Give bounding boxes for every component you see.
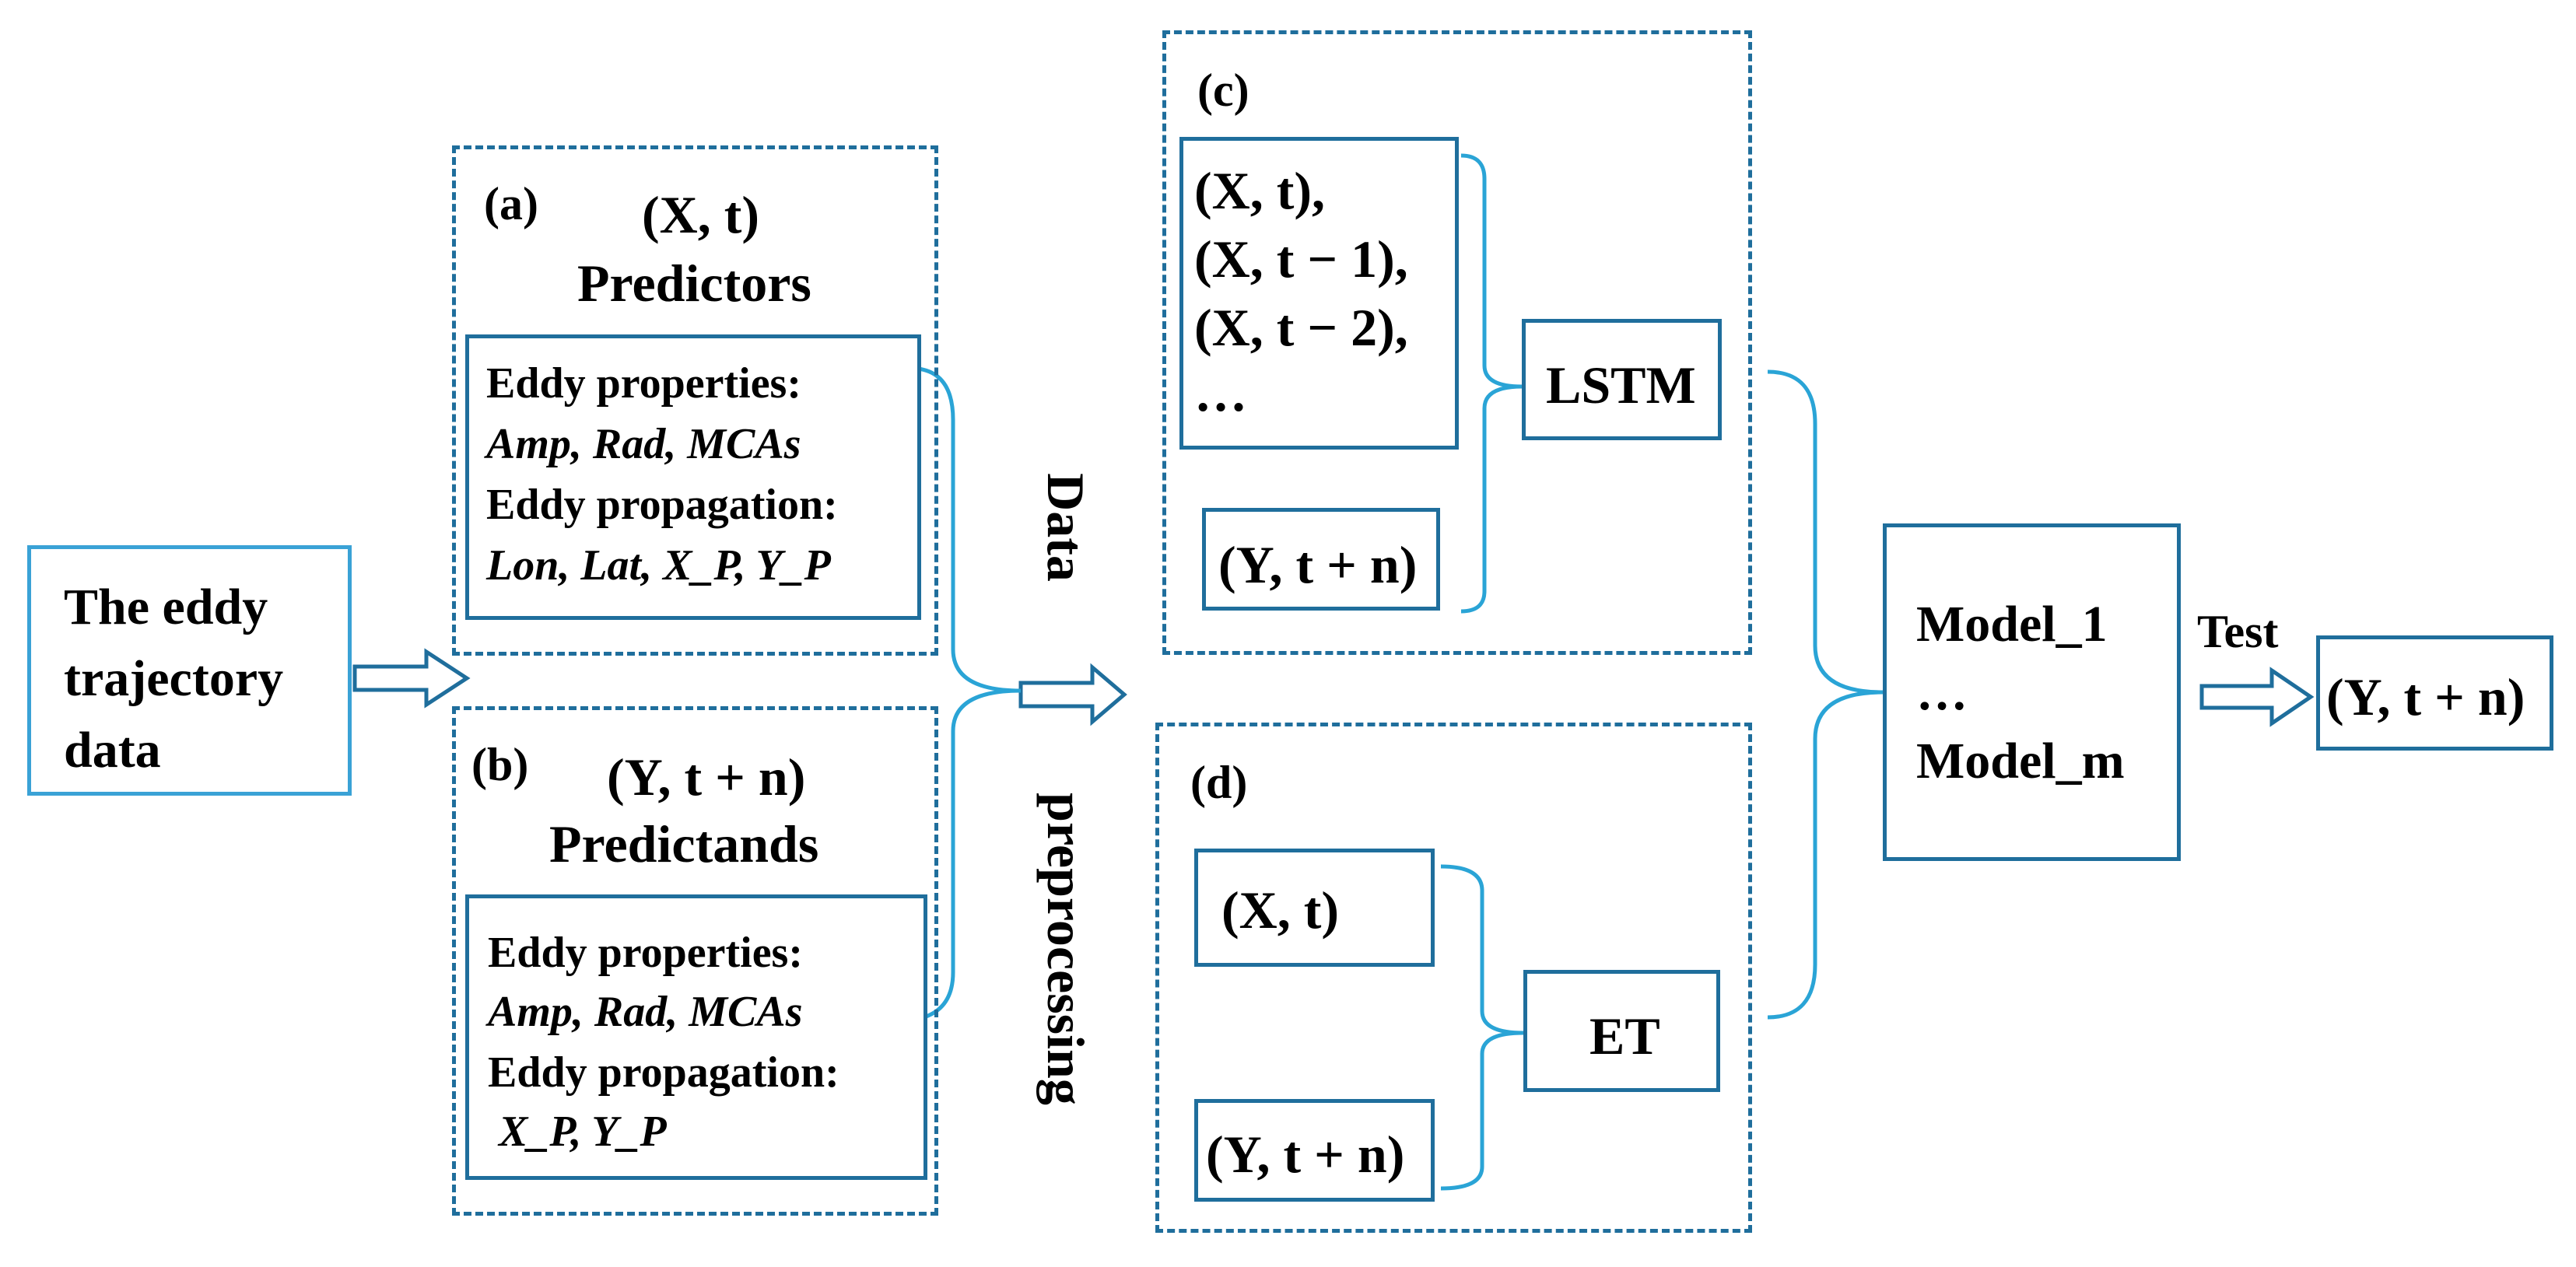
source-line-3: data — [64, 722, 161, 779]
data-preprocessing-label-1: Data — [1036, 473, 1095, 582]
trained-models-box: Model_1 … Model_m — [1883, 523, 2181, 861]
panel-b-predictands: (b) (Y, t + n) Predictands — [452, 706, 938, 1216]
lstm-label: LSTM — [1546, 355, 1696, 415]
panel-a-properties-list: Amp, Rad, MCAs — [486, 420, 801, 468]
data-preprocessing-label-2: preprocessing — [1036, 793, 1095, 1105]
panel-d-input-box: (X, t) — [1194, 849, 1435, 967]
test-label: Test — [2197, 606, 2279, 657]
panel-a-label: (a) — [484, 178, 538, 229]
panel-a-propagation-list: Lon, Lat, X_P, Y_P — [486, 541, 831, 590]
panel-b-propagation-heading: Eddy propagation: — [488, 1048, 839, 1097]
et-model-box: ET — [1523, 970, 1720, 1092]
right-hollow-arrow-icon — [1018, 663, 1127, 726]
panel-c-label: (c) — [1197, 65, 1249, 116]
panel-c-input-3: (X, t − 2), — [1194, 298, 1408, 357]
source-line-1: The eddy — [64, 579, 268, 635]
panel-a-title: Predictors — [577, 254, 811, 313]
model-1-label: Model_1 — [1916, 596, 2108, 653]
panel-d-target-box: (Y, t + n) — [1194, 1099, 1435, 1202]
right-hollow-arrow-icon — [2199, 667, 2315, 727]
test-output: (Y, t + n) — [2326, 667, 2525, 726]
panel-c-input-2: (X, t − 1), — [1194, 229, 1408, 289]
lstm-model-box: LSTM — [1522, 319, 1722, 440]
panel-b-properties-list: Amp, Rad, MCAs — [488, 988, 803, 1036]
panel-b-variable: (Y, t + n) — [607, 747, 806, 807]
curly-brace-icon — [1767, 369, 1884, 1020]
panel-a-properties-heading: Eddy properties: — [486, 359, 801, 408]
source-line-2: trajectory — [64, 650, 284, 707]
panel-d-label: (d) — [1190, 757, 1248, 808]
panel-a-propagation-heading: Eddy propagation: — [486, 481, 838, 529]
panel-c-input-1: (X, t), — [1194, 161, 1326, 220]
panel-b-title: Predictands — [549, 814, 819, 873]
curly-brace-icon — [917, 366, 1022, 1021]
panel-c-target-box: (Y, t + n) — [1202, 508, 1440, 611]
panel-b-propagation-list: X_P, Y_P — [488, 1108, 667, 1156]
source-data-box: The eddy trajectory data — [27, 545, 352, 796]
models-ellipsis: … — [1916, 664, 1968, 721]
right-hollow-arrow-icon — [352, 648, 471, 709]
panel-a-variable: (X, t) — [642, 185, 760, 244]
panel-d-target: (Y, t + n) — [1206, 1125, 1405, 1184]
panel-c-inputs-box: (X, t), (X, t − 1), (X, t − 2), … — [1179, 137, 1459, 450]
panel-b-label: (b) — [471, 739, 529, 790]
panel-b-features-box: Eddy properties: Amp, Rad, MCAs Eddy pro… — [465, 894, 927, 1180]
panel-d-et: (d) — [1155, 723, 1752, 1233]
test-output-box: (Y, t + n) — [2316, 635, 2553, 751]
panel-d-input: (X, t) — [1221, 880, 1340, 940]
panel-c-lstm: (c) — [1162, 30, 1752, 655]
et-label: ET — [1589, 1006, 1660, 1066]
panel-c-input-ellipsis: … — [1194, 363, 1247, 422]
panel-c-target: (Y, t + n) — [1218, 535, 1418, 594]
panel-b-properties-heading: Eddy properties: — [488, 929, 803, 977]
model-m-label: Model_m — [1916, 733, 2125, 789]
panel-a-features-box: Eddy properties: Amp, Rad, MCAs Eddy pro… — [465, 334, 921, 620]
panel-a-predictors: (a) (X, t) Predictors — [452, 145, 938, 656]
